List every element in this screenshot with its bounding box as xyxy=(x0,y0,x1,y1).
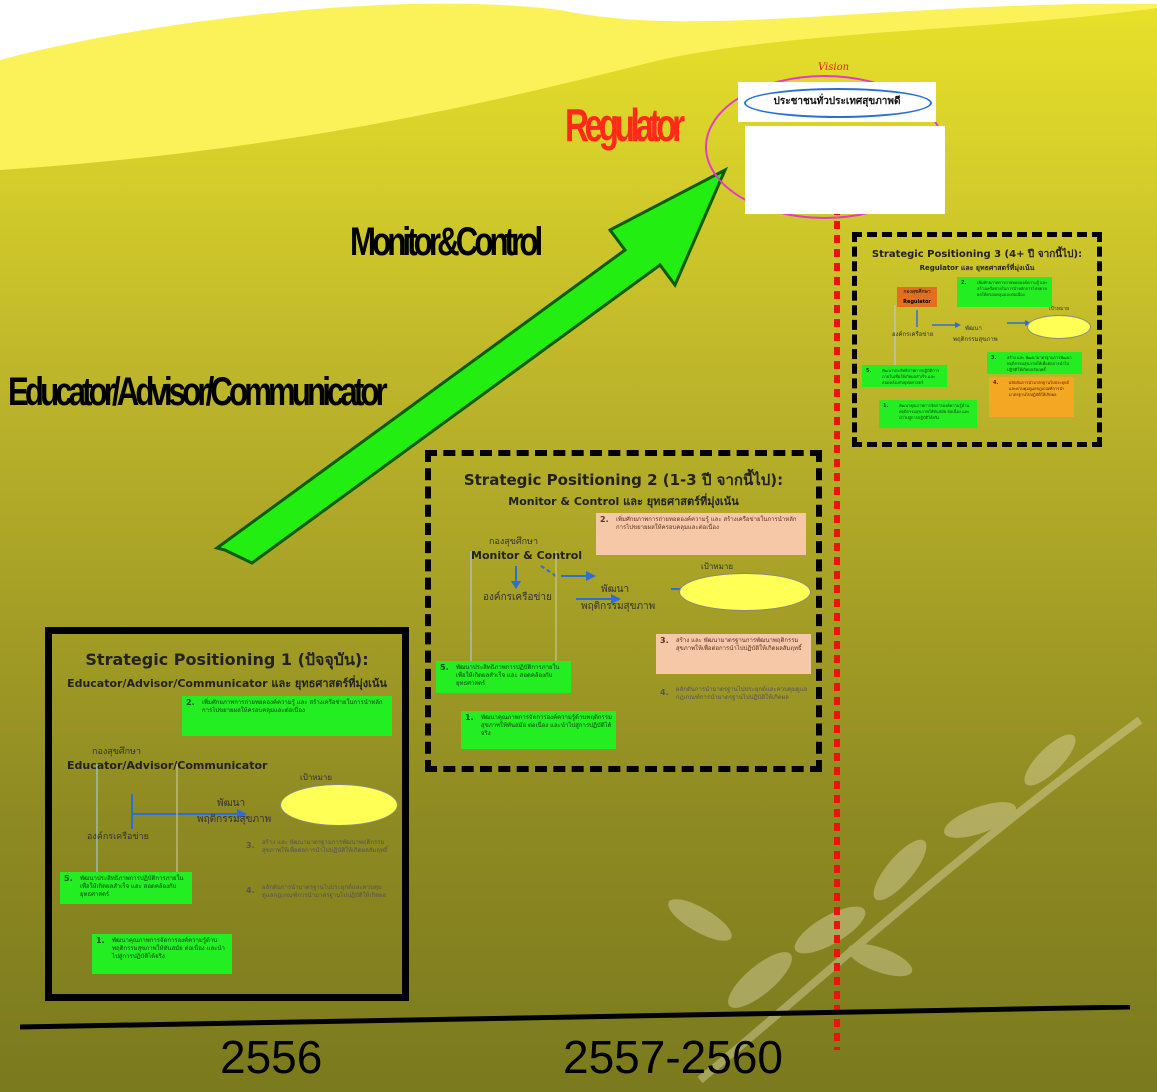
box2-develop: พัฒนา xyxy=(601,584,630,595)
box1-item-4: 4.ผลักดันการนำมาตรฐานไปประยุกต์และควบคุม… xyxy=(246,884,387,899)
box2-network: องค์กรเครือข่าย xyxy=(483,592,552,603)
stage-label-monitor: Monitor&Control xyxy=(350,220,543,264)
progress-arrow xyxy=(213,166,729,565)
box3-item-5: 5.พัฒนาประสิทธิภาพการปฏิบัติการภายในเพื่… xyxy=(862,365,947,387)
box1-subtitle: Educator/Advisor/Communicator และ ยุทธศา… xyxy=(67,677,387,690)
box3-title: Strategic Positioning 3 (4+ ปี จากนี้ไป)… xyxy=(871,249,1083,260)
box3-subtitle: Regulator และ ยุทธศาสตร์ที่มุ่งเน้น xyxy=(919,264,1035,272)
year-2557-2560: 2557-2560 xyxy=(563,1031,783,1083)
box2-title: Strategic Positioning 2 (1-3 ปี จากนี้ไป… xyxy=(463,471,784,489)
vision-detail-card xyxy=(745,126,945,214)
vision-label: Vision xyxy=(818,62,850,73)
vision-card: ประชาชนทั่วประเทศสุขภาพดี xyxy=(738,82,936,122)
box1-org-label: กองสุขศึกษา xyxy=(92,747,142,757)
box1-item-2: 2.เพิ่มศักยภาพการถ่ายทอดองค์ความรู้ และ … xyxy=(182,696,392,736)
box3-behavior: พฤติกรรมสุขภาพ xyxy=(953,336,998,343)
box2-behavior: พฤติกรรมสุขภาพ xyxy=(581,601,656,612)
box3-goal-label: เป้าหมาย xyxy=(1049,306,1070,312)
box1-behavior: พฤติกรรมสุขภาพ xyxy=(197,814,272,825)
vision-statement: ประชาชนทั่วประเทศสุขภาพดี xyxy=(773,96,901,107)
box3-network: องค์กรเครือข่าย xyxy=(892,331,934,338)
box3-develop: พัฒนา xyxy=(965,325,982,332)
strategic-box-3: Strategic Positioning 3 (4+ ปี จากนี้ไป)… xyxy=(852,232,1102,447)
box1-goal-label: เป้าหมาย xyxy=(300,773,333,782)
box1-goal-oval xyxy=(280,784,398,826)
box2-item-4: 4.ผลักดันการนำมาตรฐานไปประยุกต์และควบคุม… xyxy=(660,686,808,701)
box2-org-label: กองสุขศึกษา xyxy=(489,537,539,547)
leaf-decoration xyxy=(668,716,1143,1084)
box3-item-2: 2.เพิ่มศักยภาพการถ่ายทอดองค์ความรู้ และ … xyxy=(957,277,1052,307)
timeline-axis xyxy=(20,1005,1131,1030)
box2-goal-oval xyxy=(679,573,811,611)
box1-network: องค์กรเครือข่าย xyxy=(87,832,149,842)
box1-role: Educator/Advisor/Communicator xyxy=(67,759,268,772)
box2-item-2: 2.เพิ่มศักยภาพการถ่ายทอดองค์ความรู้ และ … xyxy=(596,513,806,555)
box3-item-1: 1.พัฒนาคุณภาพการจัดการองค์ความรู้ด้านพฤต… xyxy=(879,400,977,428)
box3-item-3: 3.สร้าง และ พัฒนามาตรฐานการพัฒนาพฤติกรรม… xyxy=(987,352,1082,374)
stage-label-regulator: Regulator xyxy=(565,99,685,151)
box1-item-5: 5.พัฒนาประสิทธิภาพการปฏิบัติการภายในเพื่… xyxy=(60,872,192,904)
strategic-box-1: Strategic Positioning 1 (ปัจจุบัน): Educ… xyxy=(45,627,409,1001)
box2-goal-label: เป้าหมาย xyxy=(701,562,734,571)
box1-title: Strategic Positioning 1 (ปัจจุบัน): xyxy=(85,650,369,669)
box1-develop: พัฒนา xyxy=(217,798,246,809)
box3-goal-oval xyxy=(1027,315,1091,339)
strategic-box-2: Strategic Positioning 2 (1-3 ปี จากนี้ไป… xyxy=(425,450,822,772)
timeline-marker xyxy=(834,165,840,1050)
box2-item-3: 3.สร้าง และ พัฒนามาตรฐานการพัฒนาพฤติกรรม… xyxy=(656,634,811,674)
box2-subtitle: Monitor & Control และ ยุทธศาสตร์ที่มุ่งเ… xyxy=(508,495,739,508)
box2-item-5: 5.พัฒนาประสิทธิภาพการปฏิบัติการภายในเพื่… xyxy=(436,661,571,693)
box1-item-3: 3.สร้าง และ พัฒนามาตรฐานการพัฒนาพฤติกรรม… xyxy=(246,839,388,854)
box2-item-1: 1.พัฒนาคุณภาพการจัดการองค์ความรู้ด้านพฤต… xyxy=(461,711,616,749)
box3-item-4: 4.ผลักดันการนำมาตรฐานไปประยุกต์และควบคุม… xyxy=(989,377,1074,417)
box1-item-1: 1.พัฒนาคุณภาพการจัดการองค์ความรู้ด้านพฤต… xyxy=(92,934,232,974)
stage-label-educator: Educator/Advisor/Communicator xyxy=(8,370,388,414)
box2-role: Monitor & Control xyxy=(471,549,583,562)
year-2556: 2556 xyxy=(220,1031,323,1083)
